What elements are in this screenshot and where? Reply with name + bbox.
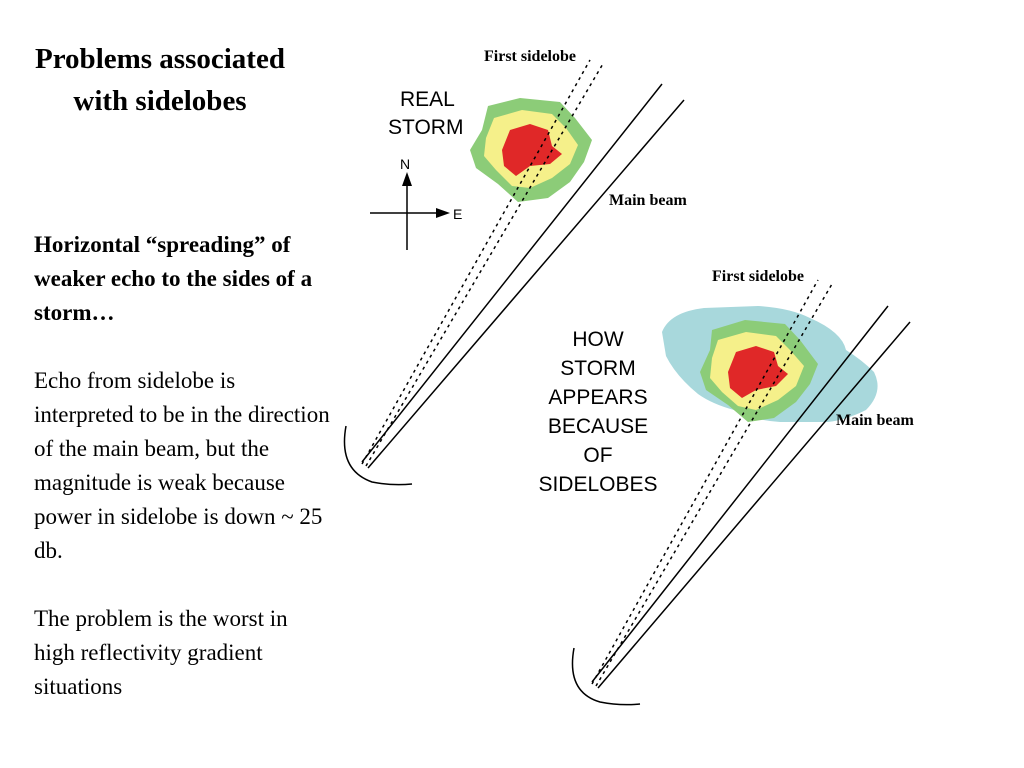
bottom-main-beam-label: Main beam xyxy=(836,412,914,429)
top-radar-dish xyxy=(343,425,413,486)
bottom-main-beam-line-1 xyxy=(591,305,889,683)
apparent-storm-label-line: HOW xyxy=(572,328,624,351)
top-main-beam-line-1 xyxy=(361,83,663,463)
real-storm-label-line-2: STORM xyxy=(388,116,463,139)
real-storm-label-line-1: REAL xyxy=(400,88,455,111)
compass-north-label: N xyxy=(400,156,410,172)
compass-icon: N E xyxy=(370,156,462,250)
bottom-sidelobe-line-1 xyxy=(591,279,819,685)
bottom-main-beam-line-2 xyxy=(597,321,911,689)
gradient-note-paragraph: The problem is the worst in high reflect… xyxy=(34,606,288,699)
explanation-paragraph: Echo from sidelobe is interpreted to be … xyxy=(34,368,330,563)
apparent-storm-label-line: STORM xyxy=(560,357,635,380)
bottom-sidelobe-line-2 xyxy=(595,283,833,687)
bottom-radar-dish xyxy=(571,647,641,706)
top-main-beam-line-2 xyxy=(367,99,685,469)
bottom-diagram: First sidelobe Main beam HOW STORM APPEA… xyxy=(538,268,914,706)
subtitle-text: Horizontal “spreading” of weaker echo to… xyxy=(34,232,313,325)
apparent-storm-label-line: BECAUSE xyxy=(548,415,648,438)
apparent-storm-label-line: OF xyxy=(583,444,612,467)
real-storm-red-core xyxy=(502,124,562,176)
compass-east-label: E xyxy=(453,206,462,222)
top-sidelobe-line-1 xyxy=(361,59,591,465)
apparent-storm-label-line: APPEARS xyxy=(548,386,647,409)
slide-title: Problems associated with sidelobes xyxy=(35,43,285,117)
apparent-storm-label: HOW STORM APPEARS BECAUSE OF SIDELOBES xyxy=(538,328,657,496)
top-diagram: N E REAL STORM First sidelobe Main beam xyxy=(343,48,687,486)
top-first-sidelobe-label: First sidelobe xyxy=(484,48,576,65)
apparent-storm-label-line: SIDELOBES xyxy=(538,473,657,496)
top-sidelobe-line-2 xyxy=(365,61,605,467)
bottom-first-sidelobe-label: First sidelobe xyxy=(712,268,804,285)
top-main-beam-label: Main beam xyxy=(609,192,687,209)
